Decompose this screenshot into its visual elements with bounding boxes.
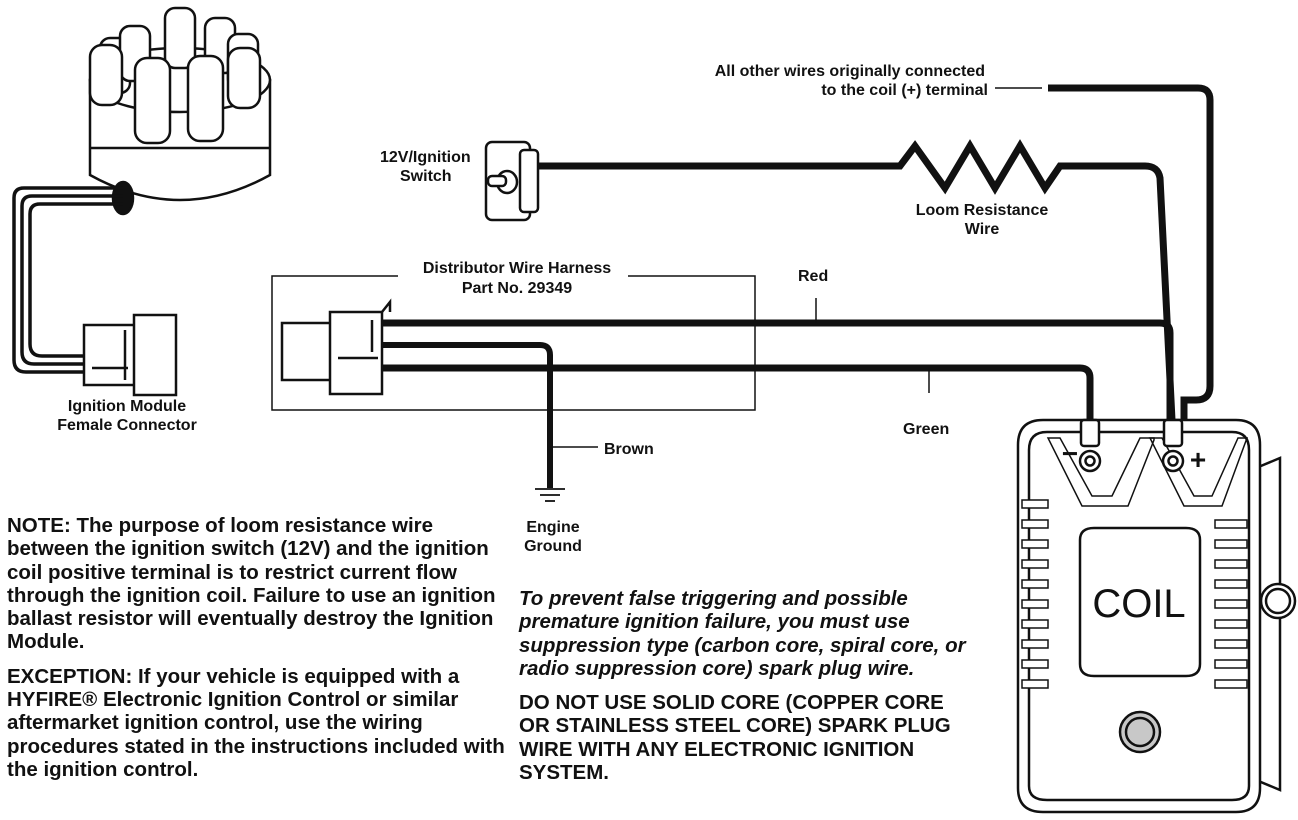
loom-label-line1: Loom Resistance xyxy=(916,202,1049,219)
harness-connector xyxy=(280,298,392,396)
other-wires xyxy=(995,84,1214,420)
coil-negative-terminal xyxy=(1078,418,1102,473)
coil-label: COIL xyxy=(1092,582,1185,626)
harness-label-line2: Part No. 29349 xyxy=(462,280,572,297)
switch-label-line1: 12V/Ignition xyxy=(380,149,471,166)
brown-wire xyxy=(382,342,598,488)
solid-core-warning: DO NOT USE SOLID CORE (COPPER CORE OR ST… xyxy=(519,691,951,785)
module-label-line2: Female Connector xyxy=(57,417,197,434)
note-left: NOTE: The purpose of loom resistance wir… xyxy=(7,514,507,781)
suppression-warning: To prevent false triggering and possible… xyxy=(519,587,966,680)
switch-label-line2: Switch xyxy=(400,168,452,185)
ground-icon xyxy=(535,488,565,502)
exception-note: EXCEPTION: If your vehicle is equipped w… xyxy=(7,664,505,781)
other-wires-label-line1: All other wires originally connected xyxy=(715,63,985,80)
coil-fins-right xyxy=(1214,519,1248,689)
coil-positive-terminal xyxy=(1161,418,1185,473)
brown-label: Brown xyxy=(604,441,654,458)
plus-sign: + xyxy=(1190,444,1206,475)
module-label-line1: Ignition Module xyxy=(68,398,186,415)
ignition-coil xyxy=(1016,418,1297,814)
distributor-cap xyxy=(88,6,272,216)
green-label: Green xyxy=(903,421,949,438)
loom-resistance-wire xyxy=(538,139,1176,421)
distributor-cable xyxy=(12,186,123,374)
other-wires-label-line2: to the coil (+) terminal xyxy=(821,82,988,99)
harness-label-line1: Distributor Wire Harness xyxy=(423,260,611,277)
ignition-module-connector xyxy=(82,313,178,397)
ground-label-line1: Engine xyxy=(526,519,579,536)
ground-label-line2: Ground xyxy=(524,538,582,555)
loom-label-line2: Wire xyxy=(965,221,1000,238)
coil-fins-left xyxy=(1021,499,1049,689)
harness-bracket xyxy=(271,275,756,411)
loom-note: NOTE: The purpose of loom resistance wir… xyxy=(7,514,496,654)
note-right: To prevent false triggering and possible… xyxy=(519,587,979,784)
red-label: Red xyxy=(798,268,828,285)
ignition-switch xyxy=(484,140,540,222)
green-wire xyxy=(382,364,1094,422)
minus-sign: − xyxy=(1062,438,1078,469)
